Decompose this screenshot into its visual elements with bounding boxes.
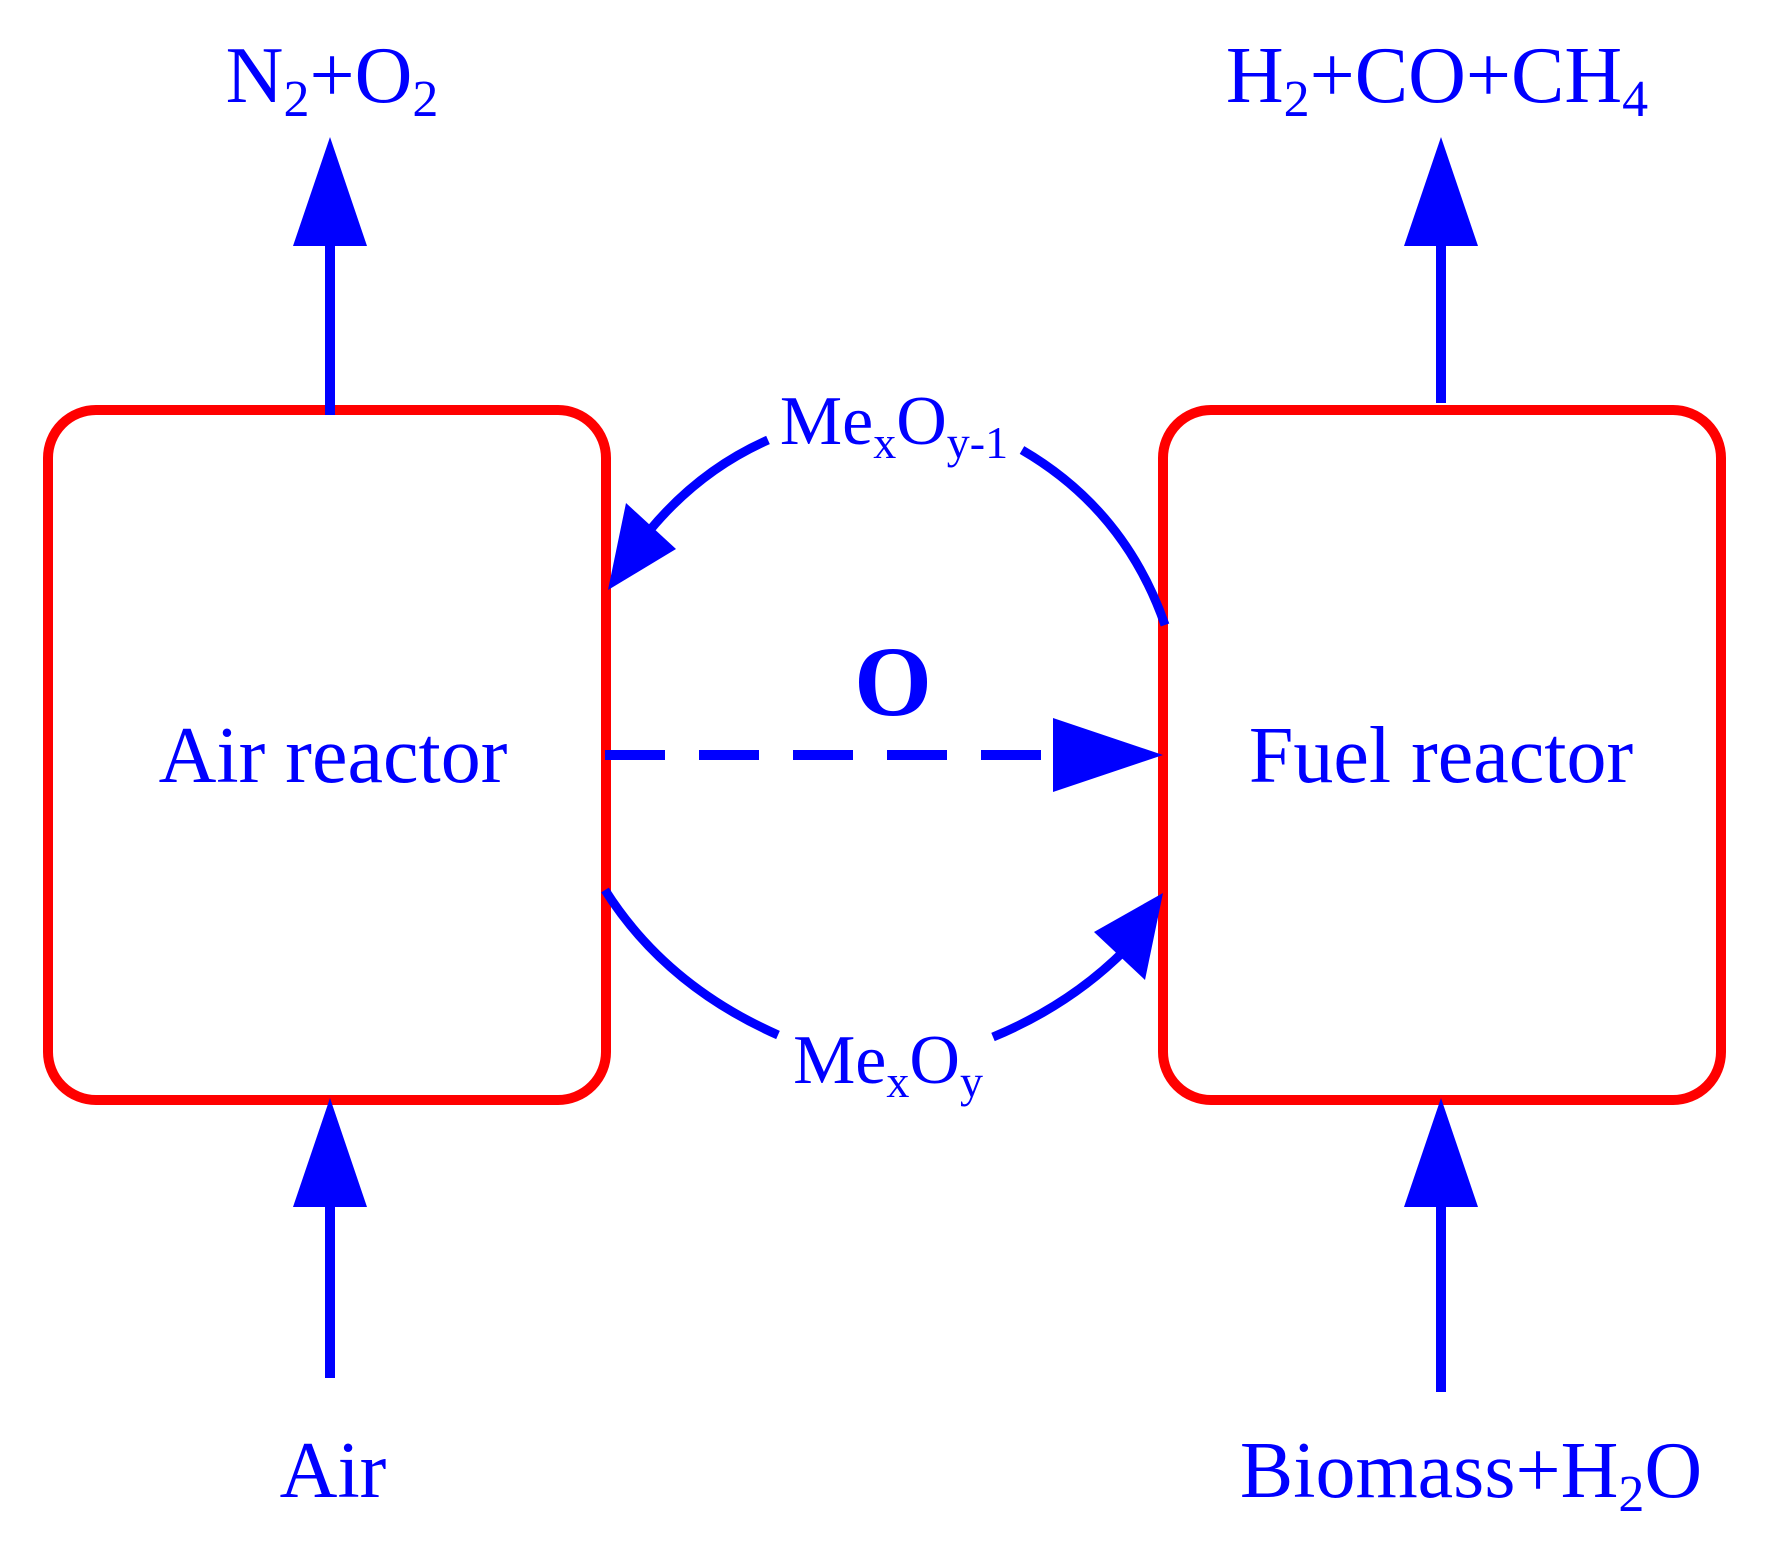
biomass-inlet-arrow	[1404, 1098, 1478, 1392]
air-inlet-arrow	[293, 1098, 367, 1378]
oxygen-transfer-arrow	[605, 718, 1163, 792]
air-reactor-label: Air reactor	[159, 712, 508, 800]
oxidized-carrier-arrow	[601, 887, 1163, 1042]
air-reactor-outlet-arrow	[293, 137, 367, 415]
fuel-reactor-outlet-arrow	[1404, 137, 1478, 403]
oxygen-transfer-label: O	[854, 626, 932, 737]
reduced-carrier-label: MexOy-1	[780, 383, 1008, 468]
oxidized-carrier-label: MexOy	[793, 1022, 983, 1107]
fuel-outlet-label: H2+CO+CH4	[1226, 32, 1648, 128]
reduced-carrier-arrow	[608, 435, 1170, 627]
air-inlet-label: Air	[280, 1427, 387, 1515]
air-outlet-label: N2+O2	[226, 32, 439, 128]
biomass-inlet-label: Biomass+H2O	[1240, 1427, 1702, 1523]
fuel-reactor-label: Fuel reactor	[1249, 712, 1633, 800]
